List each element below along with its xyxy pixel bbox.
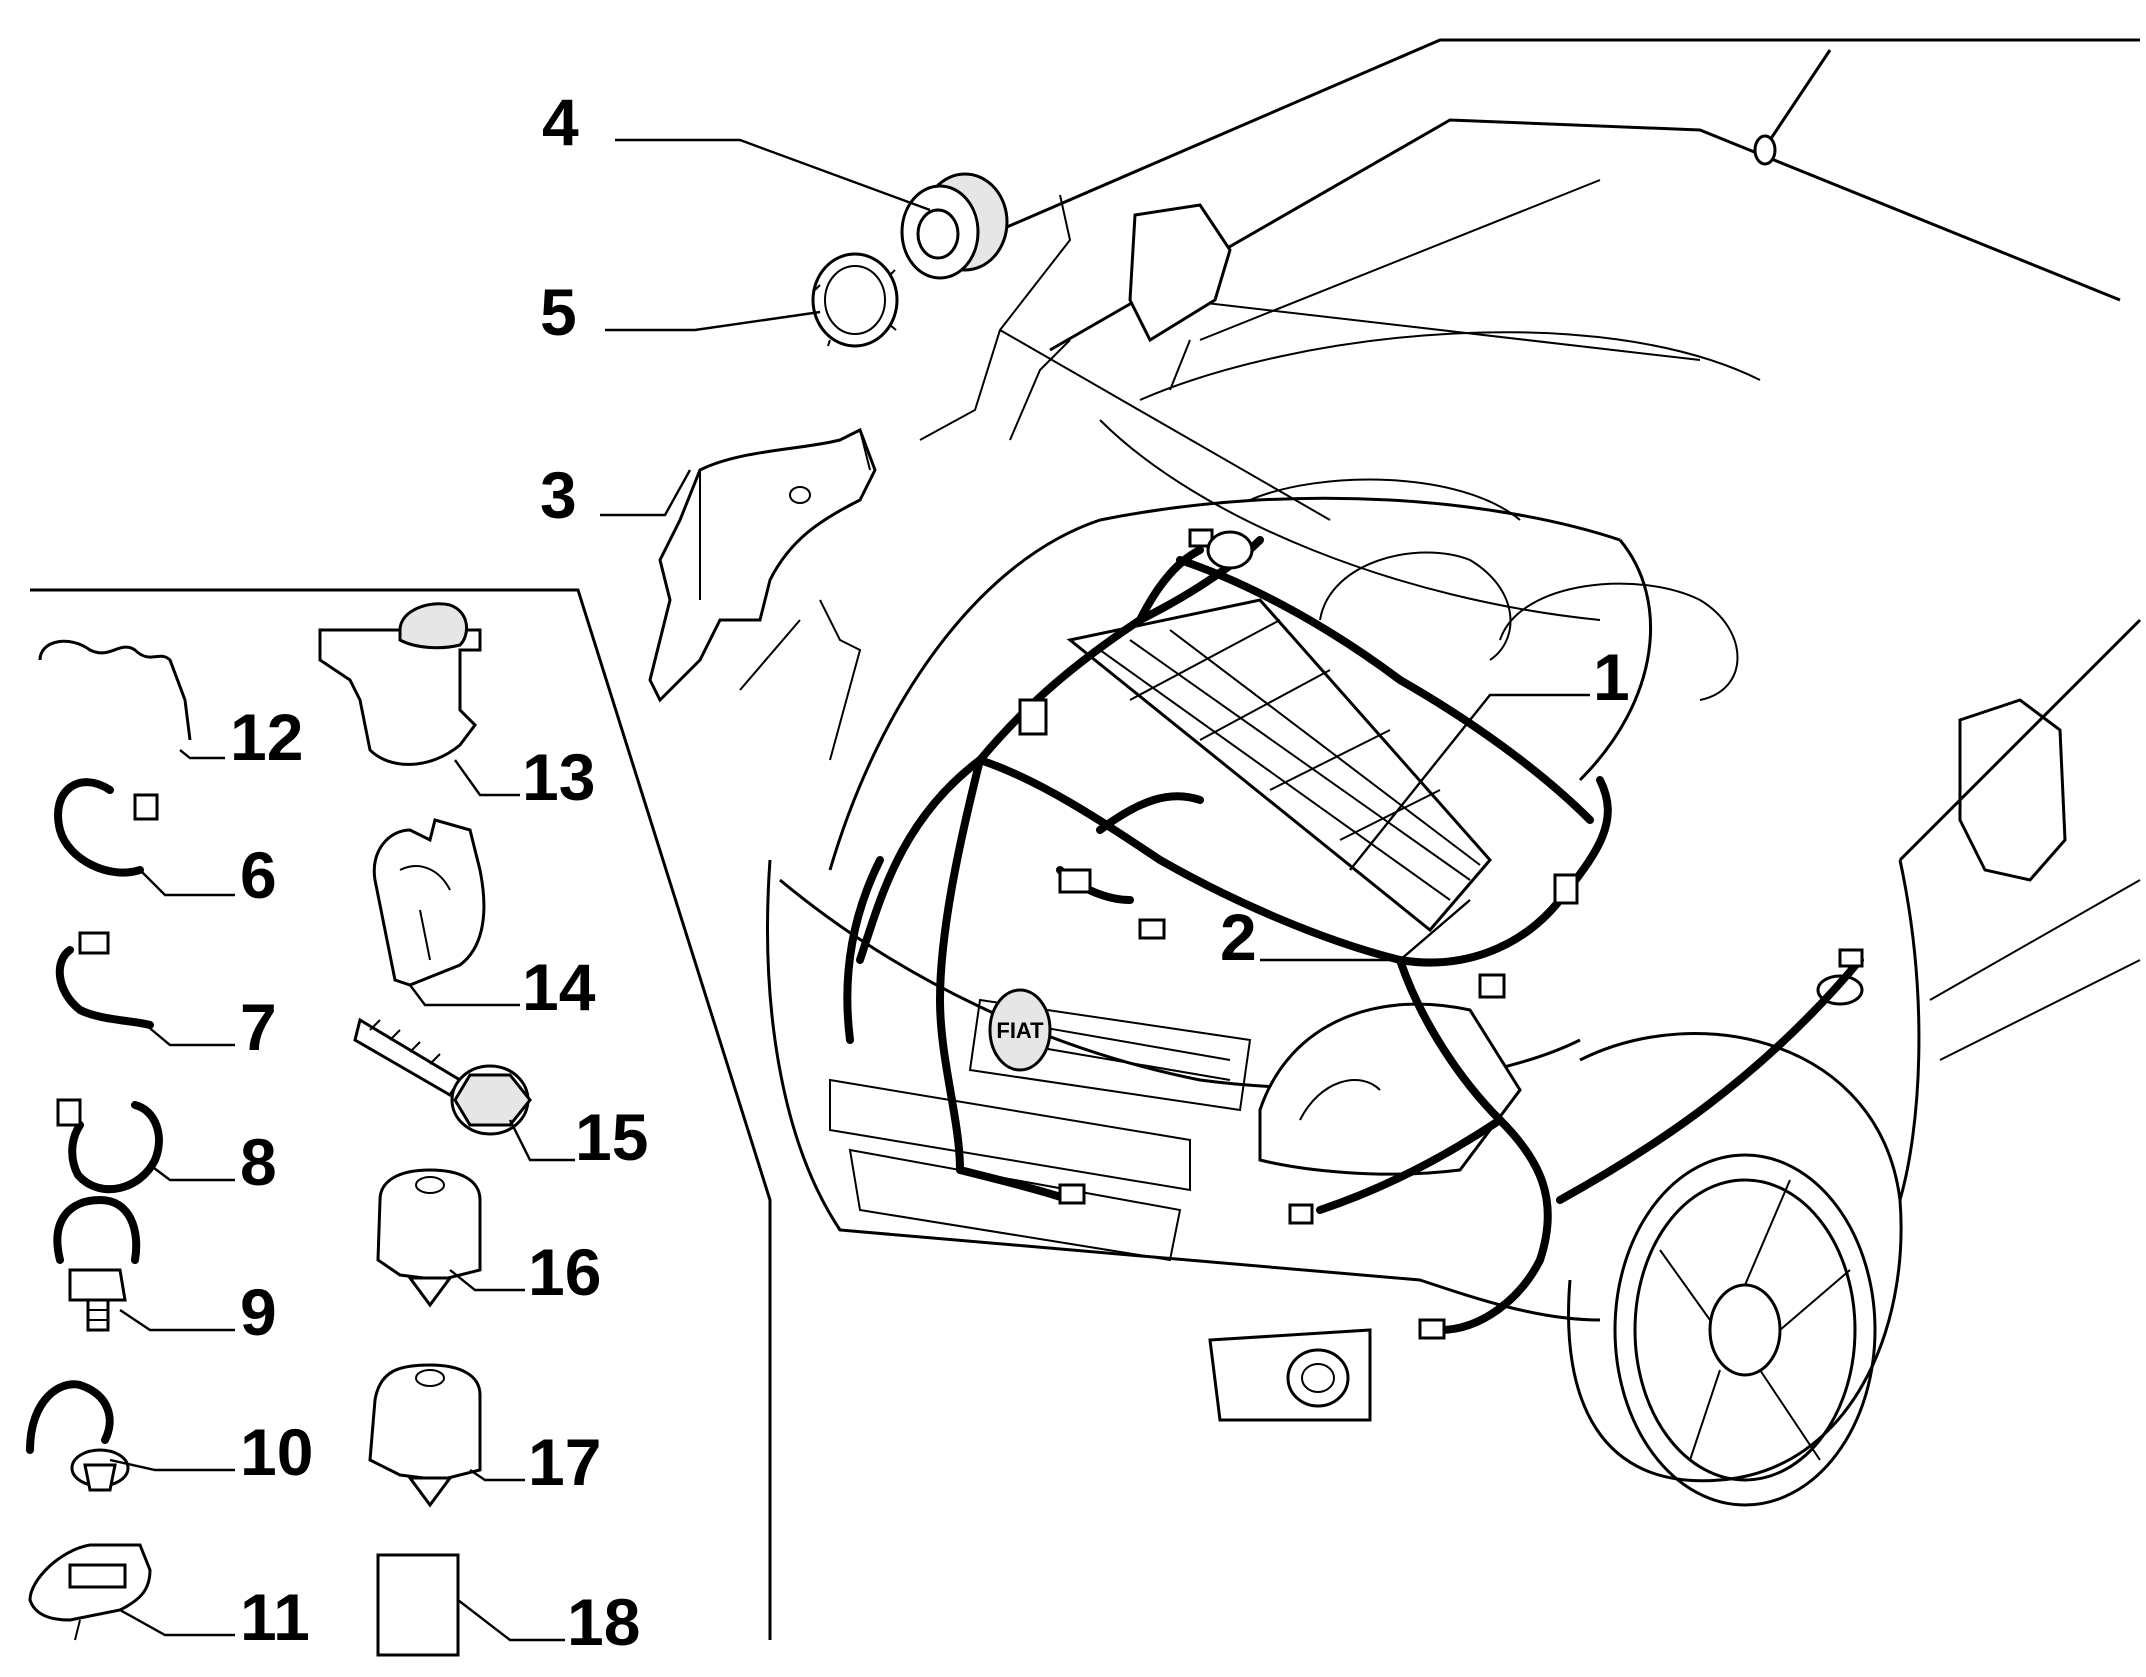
part-5-clamp-ring [811,252,899,348]
callout-6: 6 [240,838,277,912]
callout-labels: 1 2 3 4 5 12 13 6 14 7 15 8 16 9 17 10 1… [230,85,1630,1659]
callout-14: 14 [522,950,596,1024]
guide-lines [739,194,1331,761]
vehicle-drawing: FIAT [766,38,2142,1507]
part-10-push-tie [26,1380,130,1492]
callout-5: 5 [540,275,577,349]
part-11-clip [28,1543,152,1641]
callout-16: 16 [528,1235,601,1309]
grille-badge-text: FIAT [996,1018,1044,1043]
part-8-cable-tie [56,1098,163,1194]
part-12-wire-clip [38,639,192,741]
callout-7: 7 [240,990,277,1064]
callout-10: 10 [240,1415,313,1489]
callout-11: 11 [240,1580,310,1654]
callout-4: 4 [542,85,579,159]
callout-9: 9 [240,1275,277,1349]
part-4-grommet [900,172,1009,280]
part-7-clip [55,931,154,1029]
callout-13: 13 [522,740,595,814]
part-6-cable-tie [54,778,159,877]
callout-17: 17 [528,1425,601,1499]
part-17-clip [368,1363,482,1508]
leader-lines [109,138,1590,1642]
callout-12: 12 [230,700,303,774]
callout-2: 2 [1220,900,1257,974]
part-14-cover [372,818,486,987]
callout-1: 1 [1593,640,1630,714]
part-13-cap [318,602,482,766]
callout-8: 8 [240,1125,277,1199]
callout-18: 18 [567,1585,640,1659]
callout-15: 15 [575,1100,648,1174]
part-18-pad [376,1553,460,1657]
part-15-bolt [353,1017,532,1136]
part-16-clip [376,1168,482,1308]
inset-separator [30,588,772,1640]
callout-3: 3 [540,458,577,532]
harness-connectors [1018,528,1864,1340]
part-3-duct-cover [648,427,877,703]
part-9-tie-fastener [53,1196,141,1332]
